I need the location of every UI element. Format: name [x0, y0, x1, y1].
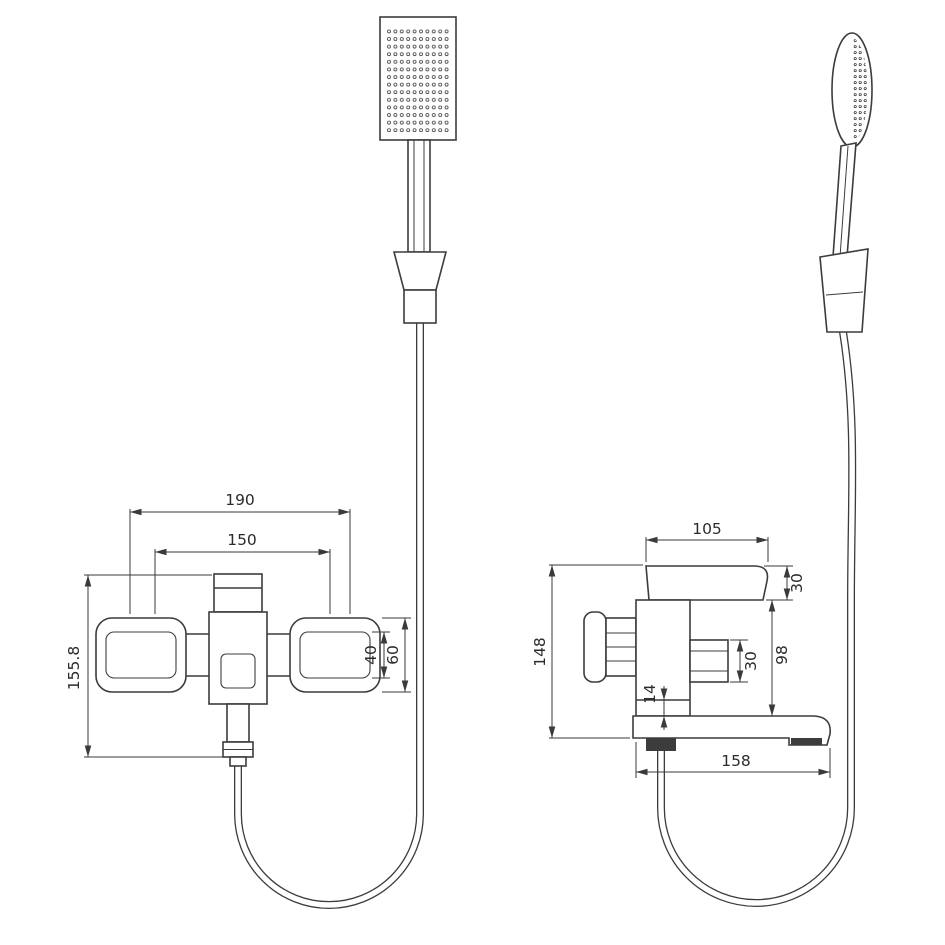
mixer-side	[583, 565, 831, 751]
dim-union-inner-height: 40	[362, 631, 390, 679]
dim-handle-height: 30	[764, 565, 806, 601]
mixer-front	[95, 573, 381, 767]
shower-hose-side-inner	[658, 331, 855, 906]
dim-union-outer-height: 60	[382, 617, 411, 693]
lever-handle-side	[645, 565, 769, 601]
dim-diverter-height: 30	[730, 639, 760, 683]
dim-body-height: 98	[766, 599, 791, 716]
wall-bracket-front	[392, 251, 448, 291]
handle-facet-line	[839, 145, 849, 258]
dim-label-centers-width: 150	[227, 531, 257, 549]
dim-overall-height-side: 148	[531, 564, 643, 739]
front-dimensions: 190 150 155.8 40	[65, 491, 411, 758]
bracket-detail-line	[825, 291, 864, 296]
dim-label-outlet-offset: 14	[641, 684, 659, 704]
hose-connector-front	[229, 756, 247, 767]
wall-union-capsule-side	[583, 611, 607, 683]
dim-handle-length: 105	[645, 520, 769, 562]
front-view: 190 150 155.8 40	[65, 16, 457, 909]
shower-handle-front	[407, 139, 431, 253]
dim-label-spout-reach: 158	[721, 752, 751, 770]
dim-label-body-height: 98	[773, 645, 791, 665]
dim-label-union-inner: 40	[362, 645, 380, 665]
bracket-stem-front	[403, 289, 437, 324]
dim-overall-height: 155.8	[65, 574, 223, 758]
diverter-button-front	[220, 653, 256, 689]
wall-union-right	[289, 617, 381, 693]
dim-label-handle-height: 30	[788, 573, 806, 593]
handshower-side	[819, 32, 873, 333]
side-view: 105 30 148 14	[531, 32, 873, 907]
dim-overall-width: 190	[129, 491, 351, 614]
dim-label-overall-height: 155.8	[65, 646, 83, 690]
spray-face-dots-side	[853, 38, 868, 142]
mixer-body-front	[208, 611, 268, 705]
wall-union-left-inner	[105, 631, 177, 679]
side-dimensions: 105 30 148 14	[531, 520, 831, 778]
cartridge-handle-front	[213, 573, 263, 613]
dim-outlet-offset: 14	[641, 684, 668, 730]
shower-hose-front-inner	[235, 320, 423, 908]
dim-label-union-outer: 60	[384, 645, 402, 665]
dim-label-overall-height-side: 148	[531, 637, 549, 667]
hose-outlet-side	[646, 738, 676, 751]
wall-union-left	[95, 617, 187, 693]
dim-spout-reach: 158	[635, 742, 831, 778]
handshower-front	[379, 16, 457, 324]
bath-spout-side	[632, 715, 831, 746]
wall-union-right-inner	[299, 631, 371, 679]
spray-face-dots-front	[386, 28, 450, 132]
dim-label-handle-length: 105	[692, 520, 722, 538]
dim-label-diverter-height: 30	[742, 651, 760, 671]
wall-bracket-side	[819, 248, 869, 333]
diverter-box-side	[689, 639, 729, 683]
dim-centers-width: 150	[154, 531, 331, 614]
spout-aerator	[791, 738, 822, 745]
outlet-stem-front	[226, 703, 250, 743]
dim-label-overall-width: 190	[225, 491, 255, 509]
